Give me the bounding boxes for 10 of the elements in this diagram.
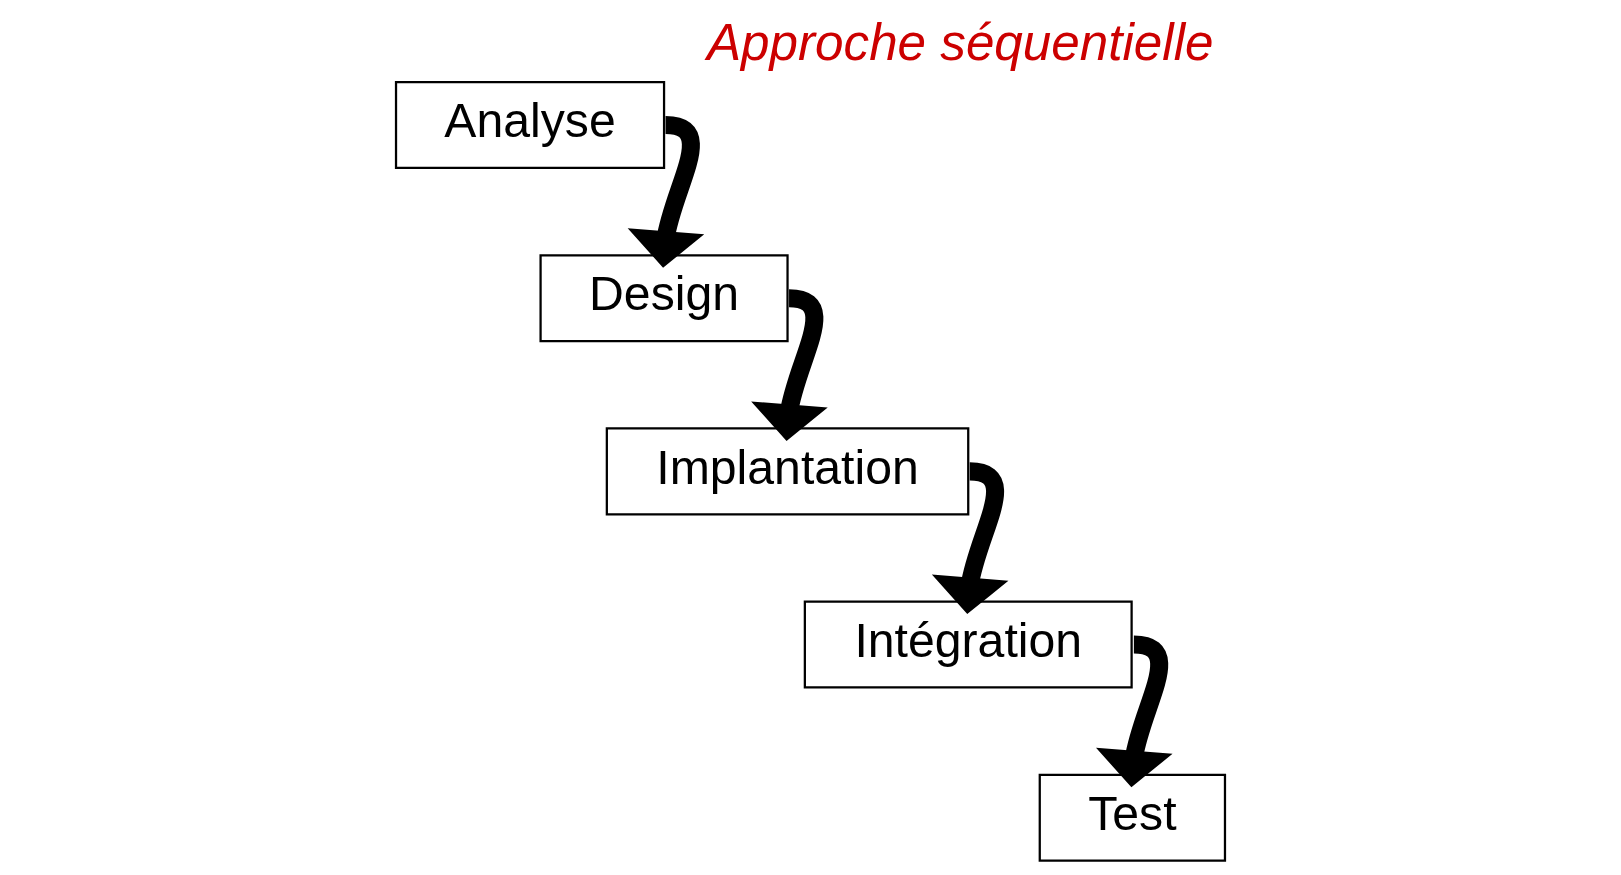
diagram-title: Approche séquentielle [706, 13, 1214, 71]
arrow [1095, 635, 1173, 788]
arrow [751, 289, 828, 441]
arrow [931, 462, 1009, 615]
node-box: Implantation [605, 427, 970, 516]
node-box: Analyse [394, 81, 666, 170]
node-box: Intégration [803, 600, 1133, 689]
node-box: Design [539, 254, 789, 343]
node-box: Test [1038, 773, 1227, 862]
arrow [627, 116, 705, 268]
